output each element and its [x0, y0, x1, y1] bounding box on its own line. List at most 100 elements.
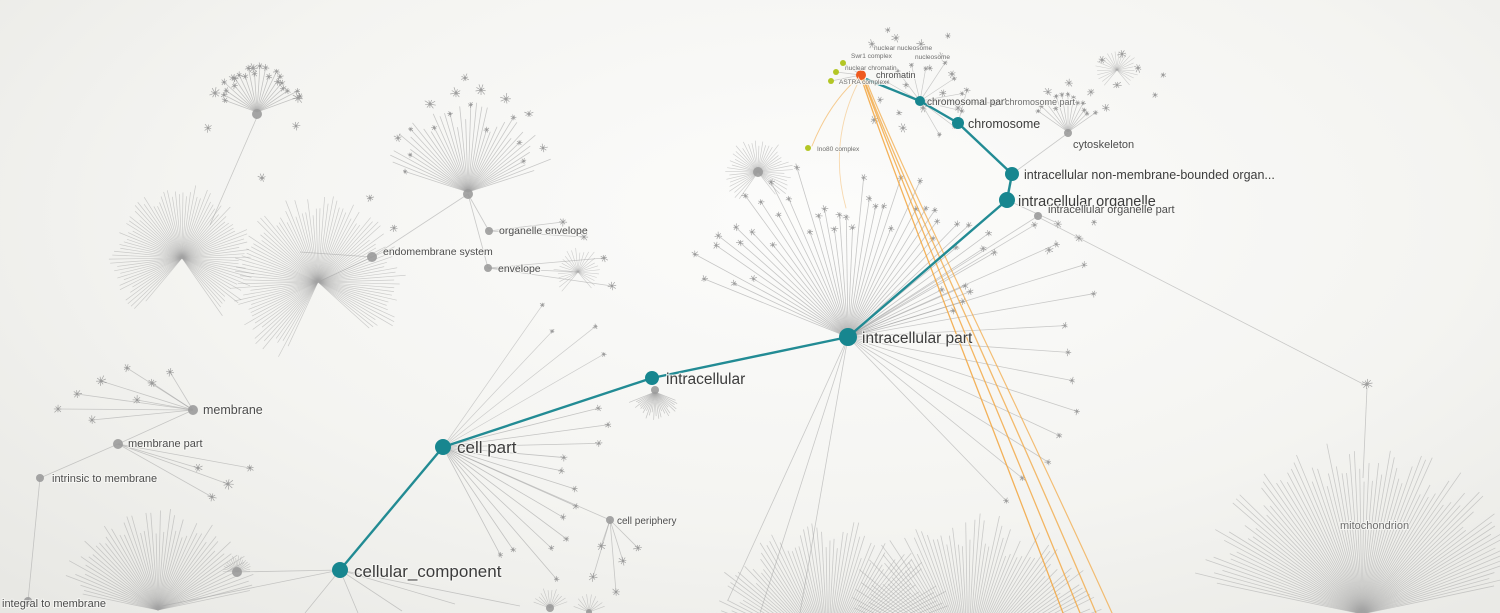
burst-icon: [877, 96, 884, 104]
graph-node[interactable]: [485, 227, 493, 235]
node-label[interactable]: organelle envelope: [498, 224, 589, 238]
graph-node[interactable]: [113, 439, 123, 449]
node-label[interactable]: chromosomal part: [926, 96, 1008, 109]
node-label[interactable]: nuclear chromatin: [844, 64, 898, 73]
node-label[interactable]: intracellular part: [861, 329, 974, 348]
green-node[interactable]: [840, 60, 846, 66]
burst-icon: [1080, 100, 1087, 106]
highlighted-node[interactable]: [645, 371, 659, 385]
burst-icon: [793, 163, 801, 171]
node-label[interactable]: nucleosome: [914, 53, 951, 62]
node-label[interactable]: membrane: [202, 402, 264, 418]
burst-icon: [592, 323, 598, 330]
burst-icon: [936, 132, 942, 138]
burst-icon: [963, 87, 971, 94]
node-label[interactable]: chromosome part: [1004, 96, 1077, 108]
highlighted-node[interactable]: [1005, 167, 1019, 181]
graph-node[interactable]: [463, 189, 473, 199]
node-label[interactable]: cell part: [456, 437, 518, 458]
fan-cluster: [628, 391, 678, 420]
graph-node[interactable]: [1034, 212, 1042, 220]
burst-icon: [923, 66, 929, 72]
node-label[interactable]: nuclear nucleosome: [873, 44, 934, 53]
burst-icon: [908, 62, 914, 68]
graph-node[interactable]: [232, 567, 242, 577]
node-label[interactable]: chromatin: [875, 69, 917, 81]
burst-icon: [553, 575, 560, 582]
orange-node[interactable]: [856, 70, 866, 80]
graph-node[interactable]: [188, 405, 198, 415]
burst-icon: [563, 536, 570, 542]
node-label[interactable]: ASTRA complex: [838, 78, 888, 87]
burst-icon: [842, 214, 850, 221]
graph-node[interactable]: [252, 109, 262, 119]
graph-node[interactable]: [1064, 129, 1072, 137]
fan-cluster: [390, 102, 551, 193]
node-label[interactable]: intracellular organelle: [1017, 193, 1157, 211]
burst-icon: [572, 503, 579, 510]
green-node[interactable]: [833, 69, 839, 75]
burst-icon: [881, 202, 887, 210]
graph-node[interactable]: [24, 597, 32, 605]
node-label[interactable]: intrinsic to membrane: [51, 472, 158, 486]
node-label[interactable]: intracellular organelle part: [1047, 203, 1176, 217]
green-node[interactable]: [828, 78, 834, 84]
node-label[interactable]: intracellular: [665, 370, 746, 389]
graph-node[interactable]: [753, 167, 763, 177]
burst-icon: [815, 213, 823, 219]
node-label[interactable]: envelope: [497, 262, 542, 276]
burst-icon: [768, 178, 775, 186]
node-label[interactable]: intracellular non-membrane-bounded organ…: [1023, 167, 1276, 183]
fan-cluster: [1195, 443, 1500, 613]
burst-icon: [1035, 108, 1041, 114]
highlighted-node[interactable]: [999, 192, 1015, 208]
node-label[interactable]: chromosome: [967, 116, 1041, 132]
graph-edge: [1039, 217, 1368, 387]
burst-icon: [1059, 92, 1065, 98]
highlighted-node[interactable]: [332, 562, 348, 578]
node-label[interactable]: cytoskeleton: [1072, 138, 1135, 152]
graph-node[interactable]: [586, 609, 592, 613]
burst-icon: [223, 87, 230, 95]
burst-icon: [942, 60, 948, 66]
node-label[interactable]: cell periphery: [616, 515, 677, 528]
graph-node[interactable]: [36, 474, 44, 482]
graph-node[interactable]: [651, 386, 659, 394]
graph-edge: [1011, 132, 1069, 175]
graph-edge: [304, 569, 341, 613]
burst-icon: [936, 52, 945, 61]
burst-icon: [166, 367, 175, 377]
fan-cluster: [223, 65, 301, 113]
graph-edge: [467, 193, 489, 269]
graph-node[interactable]: [606, 516, 614, 524]
highlighted-node[interactable]: [839, 328, 857, 346]
node-label[interactable]: integral to membrane: [1, 597, 107, 611]
burst-icon: [447, 110, 453, 117]
node-label[interactable]: cellular_component: [353, 561, 503, 582]
graph-node[interactable]: [546, 604, 554, 612]
burst-icon: [524, 110, 534, 118]
green-node[interactable]: [805, 145, 811, 151]
node-label[interactable]: membrane part: [127, 437, 204, 451]
highlighted-node[interactable]: [915, 96, 925, 106]
burst-icon: [1056, 432, 1063, 439]
graph-node[interactable]: [484, 264, 492, 272]
node-label[interactable]: mitochondrion: [1339, 519, 1410, 533]
burst-icon: [475, 84, 486, 96]
graph-node[interactable]: [367, 252, 377, 262]
node-label[interactable]: endomembrane system: [382, 245, 494, 259]
node-label[interactable]: Ino80 complex: [816, 145, 861, 154]
burst-icon: [424, 99, 436, 109]
burst-icon: [1075, 100, 1081, 106]
burst-icon: [276, 73, 284, 80]
highlighted-edge: [919, 99, 959, 125]
highlighted-node[interactable]: [435, 439, 451, 455]
graph-node[interactable]: [992, 100, 998, 106]
burst-icon: [1070, 95, 1077, 101]
burst-icon: [601, 352, 607, 358]
highlighted-node[interactable]: [952, 117, 964, 129]
node-label[interactable]: Swr1 complex: [850, 52, 894, 61]
burst-icon: [736, 239, 744, 247]
